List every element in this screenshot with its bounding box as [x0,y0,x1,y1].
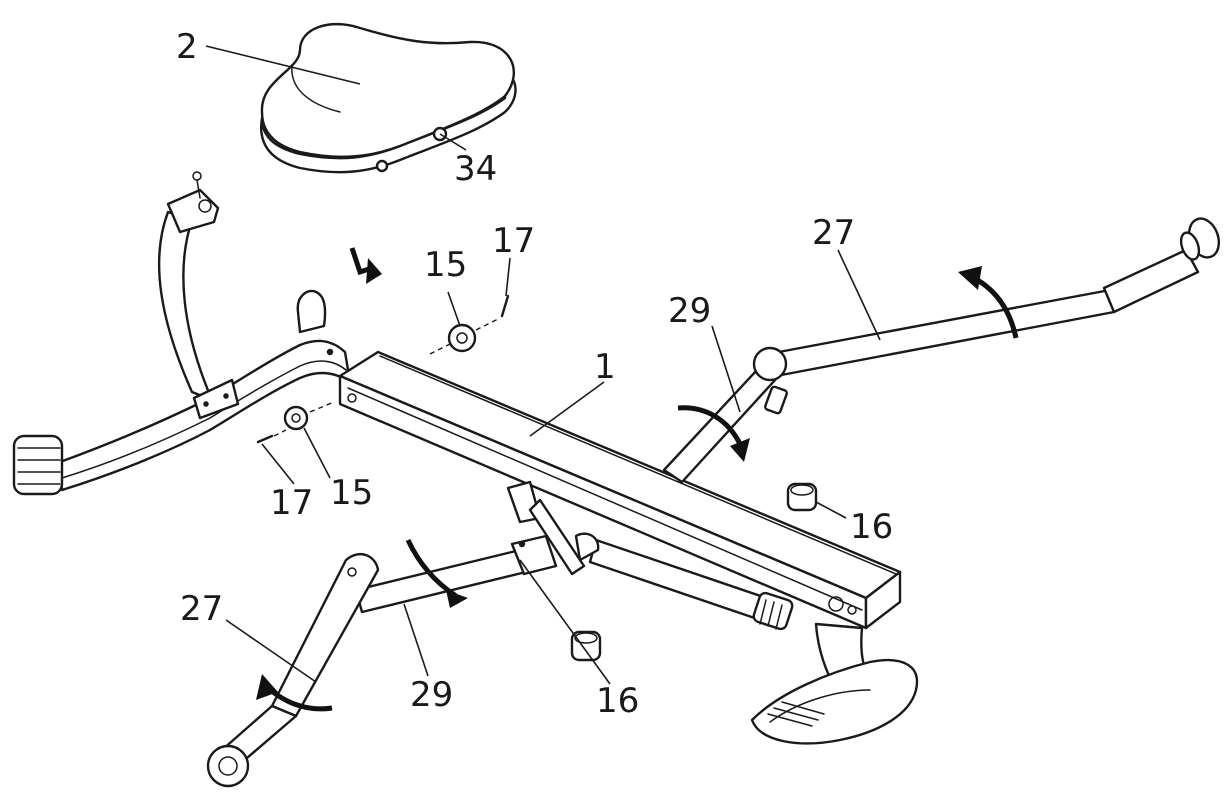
main-rail-part [338,350,902,630]
callout-2: 2 [176,27,198,67]
rear-frame-part [12,171,352,496]
right-handle-arm-part [662,217,1221,484]
rotate-arrow-right-lower-icon [677,405,743,446]
rotate-arrow-right-upper-icon [972,275,1019,339]
callout-29-upper: 29 [668,291,711,331]
callout-16-lower: 16 [596,681,639,721]
callout-34: 34 [454,149,497,189]
callout-27-upper: 27 [812,213,855,253]
front-foot-part [750,622,919,745]
callout-27-lower: 27 [180,589,223,629]
left-handle-arm-part [206,480,600,788]
callout-15-upper: 15 [424,245,467,285]
callout-15-lower: 15 [330,473,373,513]
hardware-parts [256,294,818,662]
seat-part [259,22,517,174]
callout-17-lower: 17 [270,483,313,523]
direction-arrows [256,247,1019,712]
callout-labels: 2 34 15 17 27 29 1 17 15 16 27 29 16 [176,27,893,721]
callout-29-lower: 29 [410,675,453,715]
callout-16-upper: 16 [850,507,893,547]
callout-1: 1 [594,347,616,387]
leader-lines [205,45,881,685]
callout-17-upper: 17 [492,221,535,261]
